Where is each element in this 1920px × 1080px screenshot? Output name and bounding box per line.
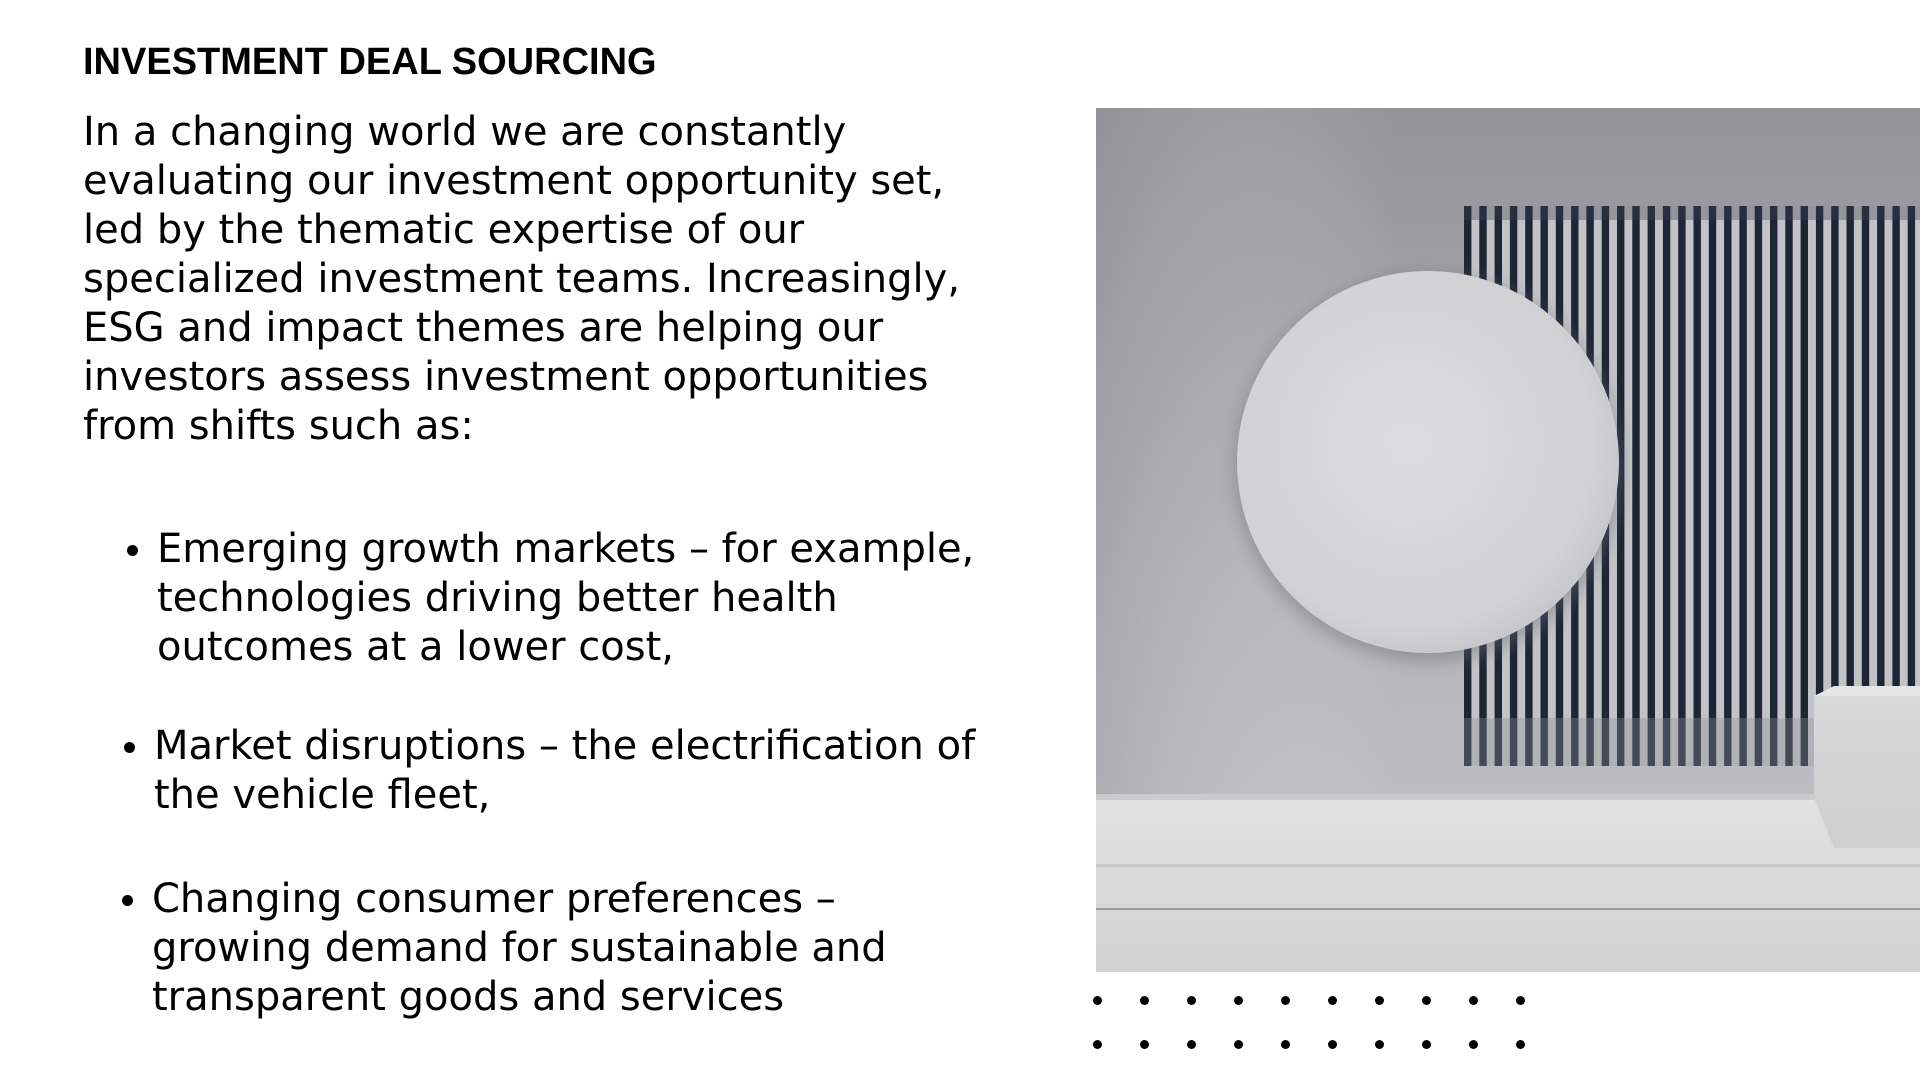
dot-icon [1234, 996, 1243, 1005]
dot-icon [1140, 1040, 1149, 1049]
dot-icon [1187, 996, 1196, 1005]
dot-icon [1328, 996, 1337, 1005]
dot-icon [1234, 1040, 1243, 1049]
abstract-disc-slats-photo [1096, 108, 1920, 972]
dot-icon [1375, 996, 1384, 1005]
dot-icon [1281, 996, 1290, 1005]
dot-icon [1140, 996, 1149, 1005]
dot-icon [1422, 1040, 1431, 1049]
dot-icon [1516, 996, 1525, 1005]
list-item-text: Emerging growth markets – for example, t… [157, 526, 975, 670]
bullet-icon [127, 545, 138, 556]
list-item-text: Changing consumer preferences – growing … [152, 876, 887, 1020]
dot-icon [1516, 1040, 1525, 1049]
list-item-text: Market disruptions – the electrification… [154, 723, 976, 818]
dot-icon [1469, 1040, 1478, 1049]
intro-paragraph: In a changing world we are constantly ev… [83, 109, 961, 449]
dot-icon [1093, 1040, 1102, 1049]
dot-grid-decoration [1093, 996, 1533, 1056]
bullet-icon [124, 742, 135, 753]
dot-icon [1093, 996, 1102, 1005]
dot-icon [1422, 996, 1431, 1005]
page-title: INVESTMENT DEAL SOURCING [83, 41, 657, 83]
dot-icon [1375, 1040, 1384, 1049]
dot-icon [1469, 996, 1478, 1005]
bullet-icon [122, 895, 133, 906]
dot-icon [1281, 1040, 1290, 1049]
dot-icon [1328, 1040, 1337, 1049]
dot-icon [1187, 1040, 1196, 1049]
